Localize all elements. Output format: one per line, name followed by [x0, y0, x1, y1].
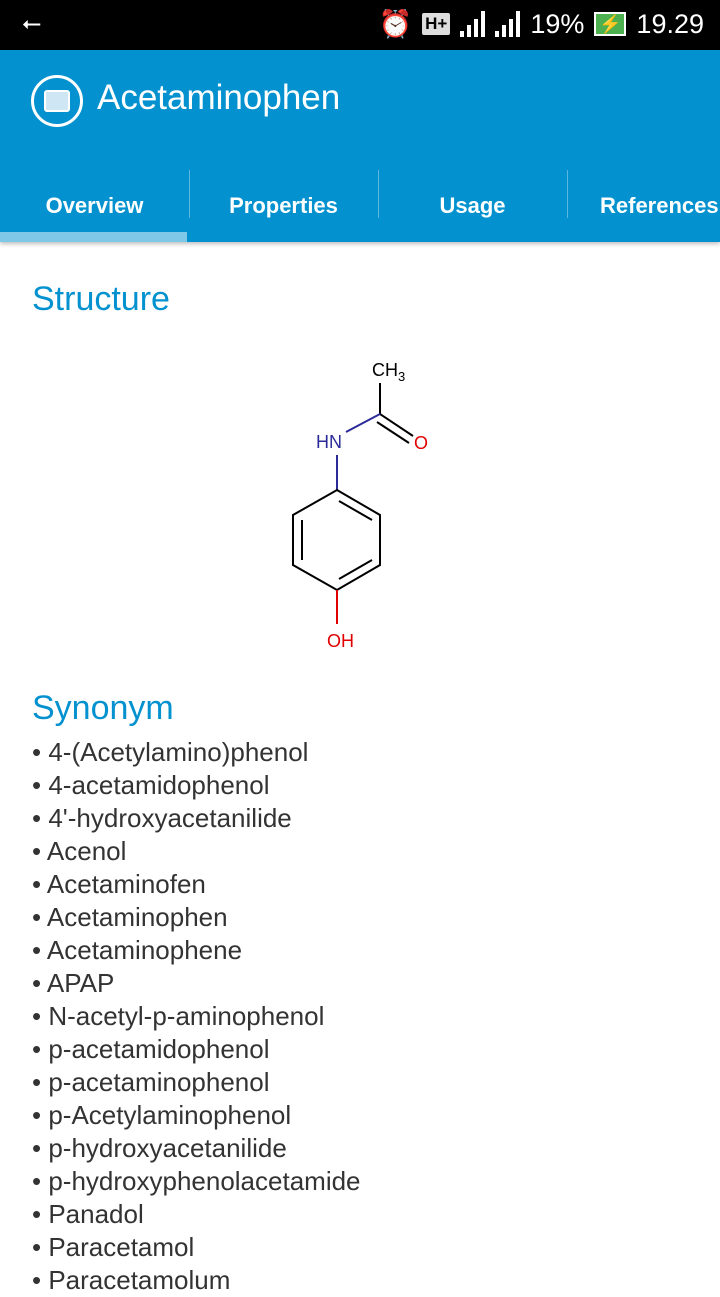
- ch3-label: CH3: [372, 360, 405, 384]
- oxygen-label: O: [414, 433, 428, 453]
- bond: [379, 413, 414, 437]
- signal-icon: [460, 11, 486, 37]
- synonym-item: 4'-hydroxyacetanilide: [32, 802, 361, 835]
- tab-properties[interactable]: Properties: [189, 170, 378, 242]
- synonym-item: p-Acetylaminophenol: [32, 1099, 361, 1132]
- network-type-icon: H+: [422, 13, 451, 35]
- synonym-item: Acenol: [32, 835, 361, 868]
- structure-heading: Structure: [32, 280, 170, 318]
- synonym-heading: Synonym: [32, 689, 174, 727]
- synonym-item: 4-acetamidophenol: [32, 769, 361, 802]
- status-bar: ⭠ ⏰ H+ 19% ⚡ 19.29: [0, 0, 720, 50]
- tab-overview[interactable]: Overview: [0, 170, 189, 242]
- bond: [345, 413, 381, 433]
- battery-percent: 19%: [530, 8, 585, 39]
- bond: [338, 500, 373, 521]
- synonym-list: 4-(Acetylamino)phenol4-acetamidophenol4'…: [32, 736, 361, 1297]
- oh-label: OH: [327, 631, 354, 651]
- synonym-item: Acetaminophen: [32, 901, 361, 934]
- signal-icon-2: [495, 11, 521, 37]
- synonym-item: APAP: [32, 967, 361, 1000]
- tab-usage[interactable]: Usage: [378, 170, 567, 242]
- synonym-item: p-hydroxyphenolacetamide: [32, 1165, 360, 1198]
- tab-bar: Overview Properties Usage References: [0, 170, 720, 242]
- synonym-item: p-acetaminophenol: [32, 1066, 361, 1099]
- usb-icon: ⭠: [22, 10, 42, 37]
- hn-label: HN: [316, 432, 342, 452]
- synonym-item: Acetaminofen: [32, 868, 361, 901]
- synonym-item: p-hydroxyacetanilide: [32, 1132, 361, 1165]
- synonym-item: Panadol: [32, 1198, 361, 1231]
- bond: [338, 559, 373, 580]
- app-bar: Acetaminophen Overview Properties Usage …: [0, 50, 720, 242]
- app-logo-book-icon[interactable]: [31, 75, 83, 127]
- synonym-item: Paracetamol: [32, 1231, 361, 1264]
- synonym-item: Paracetamolum: [32, 1264, 361, 1297]
- page-title: Acetaminophen: [97, 78, 341, 117]
- clock: 19.29: [636, 8, 704, 39]
- synonym-item: Acetaminophene: [32, 934, 361, 967]
- battery-charging-icon: ⚡: [594, 12, 627, 36]
- alarm-icon: ⏰: [378, 9, 413, 39]
- benzene-ring: [292, 488, 381, 592]
- synonym-item: N-acetyl-p-aminophenol: [32, 1000, 361, 1033]
- tab-references[interactable]: References: [567, 170, 720, 242]
- synonym-item: p-acetamidophenol: [32, 1033, 361, 1066]
- bond: [376, 421, 410, 444]
- structure-diagram: CH3 HN O OH: [292, 360, 428, 651]
- synonym-item: 4-(Acetylamino)phenol: [32, 736, 361, 769]
